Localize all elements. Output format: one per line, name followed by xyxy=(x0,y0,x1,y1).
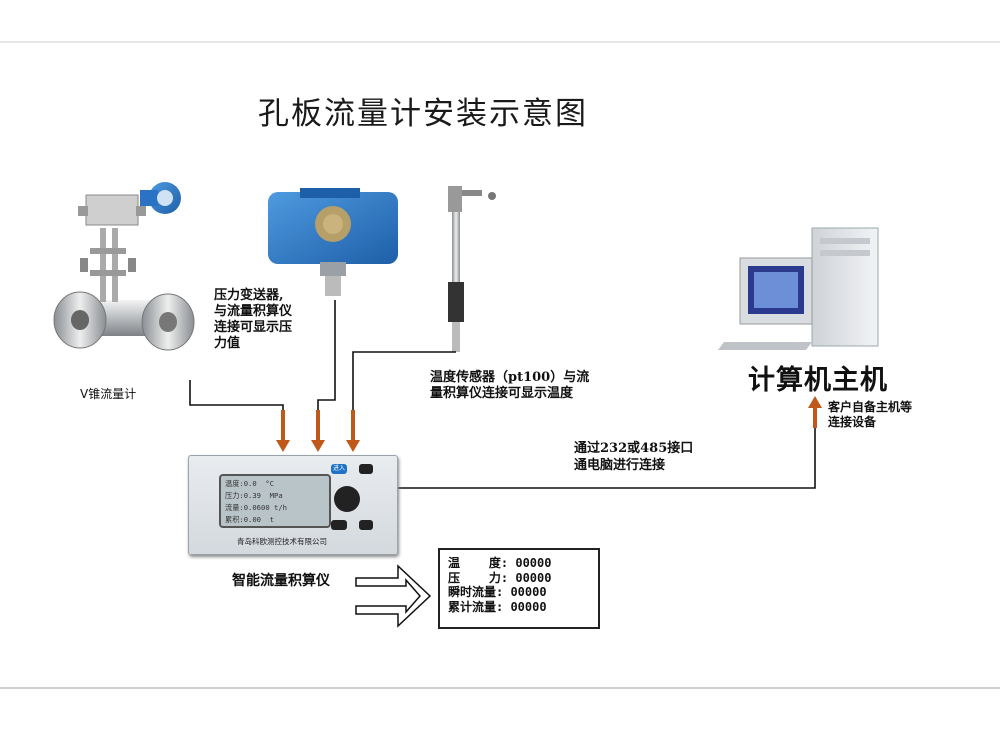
computer-title: 计算机主机 xyxy=(748,365,888,396)
meter-brand: 青岛科欧测控技术有限公司 xyxy=(237,537,327,546)
meter-button-right xyxy=(359,464,373,474)
lcd-line-flow: 流量:0.0600 t/h xyxy=(225,503,287,512)
meter-button-bottom-right xyxy=(359,520,373,530)
output-arrow xyxy=(355,564,432,628)
value-instant-flow: 瞬时流量: 00000 xyxy=(448,585,547,599)
flowmeter-caption: V锥流量计 xyxy=(80,387,136,401)
lcd-line-pressure: 压力:0.39 MPa xyxy=(225,491,283,500)
value-total-flow: 累计流量: 00000 xyxy=(448,599,547,614)
meter-button-bottom-left xyxy=(331,520,347,530)
pressure-transmitter-image xyxy=(268,188,398,296)
meter-enter-button: 进入 xyxy=(331,464,347,474)
lcd-line-temperature: 温度:0.0 °C xyxy=(225,479,274,488)
input-arrows xyxy=(276,410,360,452)
v-cone-flowmeter-image xyxy=(53,182,195,351)
values-box: 温 度: 00000 压 力: 00000 瞬时流量: 00000 累计流量: … xyxy=(438,548,600,629)
lcd-line-total: 累积:0.00 t xyxy=(225,515,274,524)
connection-label: 通过232或485接口 通电脑进行连接 xyxy=(574,441,694,473)
pressure-transmitter-label: 压力变送器, 与流量积算仪 连接可显示压 力值 xyxy=(214,288,293,351)
temperature-sensor-image xyxy=(448,186,496,352)
device-label: 智能流量积算仪 xyxy=(232,573,330,589)
value-temperature: 温 度: 00000 xyxy=(448,556,552,570)
computer-image xyxy=(718,227,879,350)
meter-dpad xyxy=(334,486,360,512)
temperature-sensor-label: 温度传感器（pt100）与流 量积算仪连接可显示温度 xyxy=(430,370,590,401)
computer-note: 客户自备主机等 连接设备 xyxy=(828,400,913,429)
flow-totalizer-meter: 温度:0.0 °C 压力:0.39 MPa 流量:0.0600 t/h 累积:0… xyxy=(188,455,398,555)
diagram-title: 孔板流量计安装示意图 xyxy=(258,96,588,132)
meter-lcd: 温度:0.0 °C 压力:0.39 MPa 流量:0.0600 t/h 累积:0… xyxy=(219,474,331,528)
value-pressure: 压 力: 00000 xyxy=(448,570,552,585)
